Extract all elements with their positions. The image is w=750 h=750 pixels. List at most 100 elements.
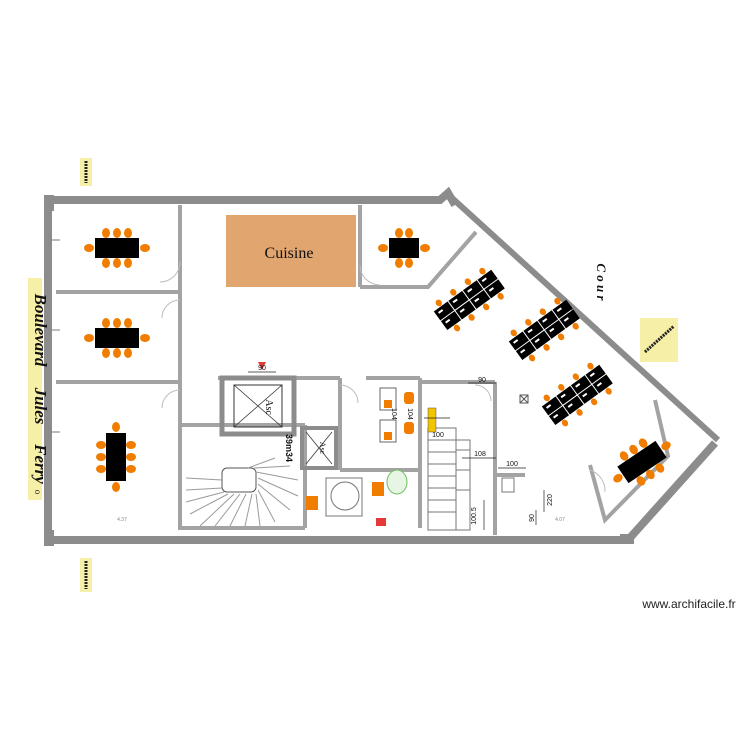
dim-108: 108 bbox=[474, 451, 486, 458]
chair bbox=[576, 409, 583, 416]
meeting-table-left-middle bbox=[84, 318, 150, 358]
desk-monitor bbox=[549, 327, 555, 333]
dim-90-right: 90 bbox=[478, 377, 486, 384]
desk bbox=[470, 290, 491, 309]
desk bbox=[556, 385, 577, 405]
desk bbox=[559, 309, 580, 329]
chair bbox=[112, 422, 120, 432]
desk-monitor bbox=[560, 393, 566, 399]
wall-caps bbox=[44, 195, 634, 546]
chair bbox=[482, 303, 490, 311]
dim-100-5: 100.5 bbox=[471, 507, 478, 525]
chair bbox=[102, 318, 110, 328]
minor-labels: 4.37 4.07 bbox=[117, 517, 565, 523]
chair bbox=[539, 308, 547, 316]
chair bbox=[102, 258, 110, 268]
desk bbox=[484, 279, 505, 299]
table bbox=[389, 238, 419, 258]
small-elevator: Asc bbox=[300, 426, 338, 470]
chair bbox=[124, 228, 132, 238]
chair bbox=[124, 258, 132, 268]
chair bbox=[605, 387, 612, 395]
spiral-staircase bbox=[185, 457, 299, 527]
chair bbox=[102, 348, 110, 358]
desk-monitor bbox=[589, 372, 595, 377]
desk-monitor bbox=[481, 277, 487, 282]
chair bbox=[378, 244, 388, 252]
dim-90-bottom: 90 bbox=[529, 514, 536, 522]
desk-monitor bbox=[546, 404, 552, 409]
desk bbox=[433, 301, 455, 321]
stamp-bottom bbox=[80, 558, 92, 592]
desk-monitor bbox=[445, 318, 451, 324]
watermark: www.archifacile.fr bbox=[641, 597, 735, 611]
desk bbox=[563, 395, 584, 415]
table bbox=[95, 238, 139, 258]
chair bbox=[84, 244, 94, 252]
desk-cluster-upper bbox=[433, 267, 505, 332]
chair bbox=[572, 322, 579, 330]
meeting-table-left-bottom bbox=[96, 422, 136, 492]
chair bbox=[629, 444, 638, 455]
desk-monitor bbox=[596, 382, 602, 387]
desk bbox=[585, 364, 606, 384]
small-elevator-label: Asc bbox=[318, 442, 327, 455]
dimension-labels: 90 90 100 108 100 104 104 220 90 100.5 bbox=[258, 365, 554, 525]
desk bbox=[592, 374, 613, 394]
chair bbox=[661, 441, 671, 451]
chair bbox=[655, 463, 665, 473]
chair bbox=[395, 258, 403, 268]
chair bbox=[96, 441, 106, 449]
desk-monitor bbox=[452, 298, 458, 304]
desk-monitor bbox=[582, 392, 588, 398]
desk-monitor bbox=[438, 309, 444, 314]
street-label: Boulevard Jules Ferry o bbox=[28, 278, 50, 500]
chair bbox=[420, 244, 430, 252]
elevator-label: Asc bbox=[263, 399, 274, 415]
desk-monitor bbox=[553, 413, 559, 419]
chair bbox=[557, 333, 565, 341]
chair bbox=[405, 258, 413, 268]
desk-monitor bbox=[459, 308, 465, 313]
chair bbox=[395, 228, 403, 238]
chair bbox=[96, 453, 106, 461]
chair bbox=[543, 394, 550, 402]
chair bbox=[613, 473, 623, 483]
chair bbox=[126, 441, 136, 449]
exit-signs bbox=[258, 362, 437, 433]
street-word-1: Boulevard bbox=[31, 293, 50, 367]
desk bbox=[548, 406, 570, 426]
chair bbox=[464, 278, 472, 286]
chair bbox=[140, 334, 150, 342]
chair bbox=[528, 354, 536, 362]
desk-monitor bbox=[567, 403, 573, 408]
straight-staircase bbox=[427, 427, 471, 531]
stamp-right bbox=[640, 318, 678, 362]
street-suffix: o bbox=[33, 490, 43, 495]
chair bbox=[590, 398, 598, 406]
desk bbox=[552, 299, 573, 319]
chair bbox=[124, 348, 132, 358]
stamp-top bbox=[80, 158, 92, 186]
desk bbox=[515, 341, 537, 361]
dim-90-top: 90 bbox=[258, 365, 266, 372]
desk bbox=[530, 330, 551, 350]
chair bbox=[561, 419, 569, 427]
chair bbox=[140, 244, 150, 252]
chair bbox=[113, 318, 121, 328]
chair bbox=[636, 476, 646, 486]
kitchen-label: Cuisine bbox=[265, 245, 314, 262]
street-word-2: Jules bbox=[31, 387, 50, 425]
chair bbox=[468, 314, 475, 321]
facade-windows bbox=[52, 239, 60, 433]
desk-monitor bbox=[474, 297, 480, 303]
desk bbox=[523, 320, 544, 340]
chair bbox=[126, 465, 136, 473]
desk-cluster-lower bbox=[541, 362, 613, 427]
meeting-table-left-top bbox=[84, 228, 150, 268]
chair bbox=[450, 289, 457, 296]
chair bbox=[405, 228, 413, 238]
chair bbox=[113, 228, 121, 238]
chair bbox=[554, 297, 561, 305]
